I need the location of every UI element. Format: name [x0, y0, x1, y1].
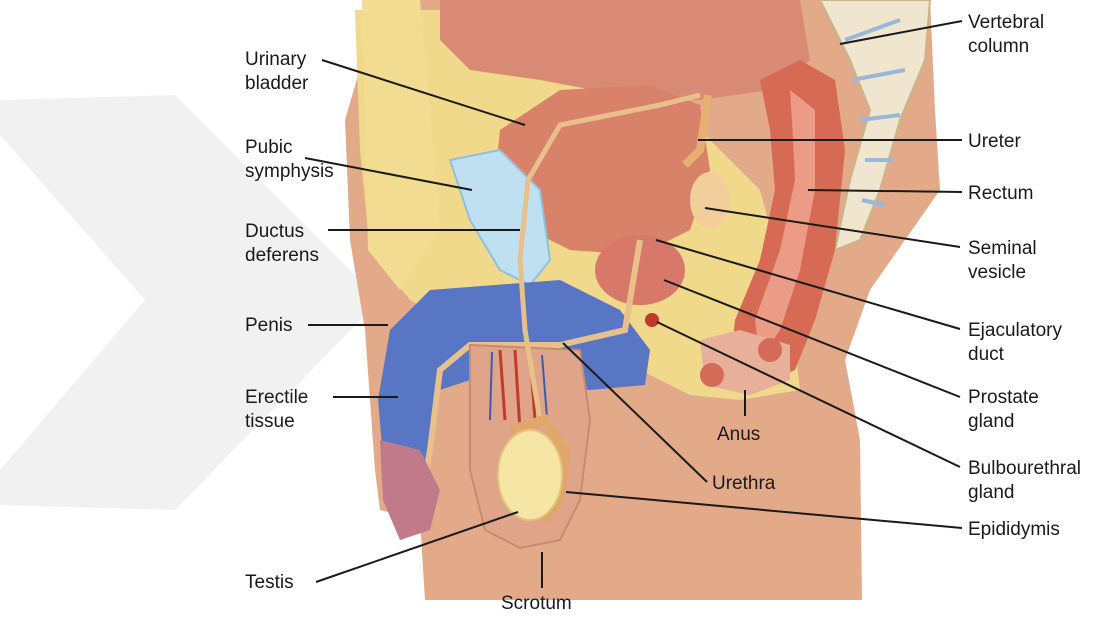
testis-shape: [498, 430, 562, 520]
bulbourethral-shape: [645, 313, 659, 327]
label-penis: Penis: [245, 314, 293, 338]
label-erectile-tissue: Erectile tissue: [245, 386, 308, 434]
label-urinary-bladder: Urinary bladder: [245, 48, 308, 96]
label-rectum: Rectum: [968, 182, 1033, 206]
label-seminal-vesicle: Seminal vesicle: [968, 237, 1037, 285]
anal-sphincter-1: [700, 363, 724, 387]
label-prostate-gland: Prostate gland: [968, 386, 1039, 434]
label-urethra: Urethra: [712, 472, 775, 496]
label-ejaculatory-duct: Ejaculatory duct: [968, 319, 1062, 367]
seminal-vesicle-shape: [690, 172, 730, 228]
label-scrotum: Scrotum: [501, 592, 572, 616]
label-ureter: Ureter: [968, 130, 1021, 154]
label-pubic-symphysis: Pubic symphysis: [245, 136, 334, 184]
label-testis: Testis: [245, 571, 294, 595]
label-epididymis: Epididymis: [968, 518, 1060, 542]
label-bulbourethral-gland: Bulbourethral gland: [968, 457, 1081, 505]
label-ductus-deferens: Ductus deferens: [245, 220, 319, 268]
label-anus: Anus: [717, 423, 760, 447]
anal-sphincter-2: [758, 338, 782, 362]
label-vertebral-column: Vertebral column: [968, 11, 1044, 59]
